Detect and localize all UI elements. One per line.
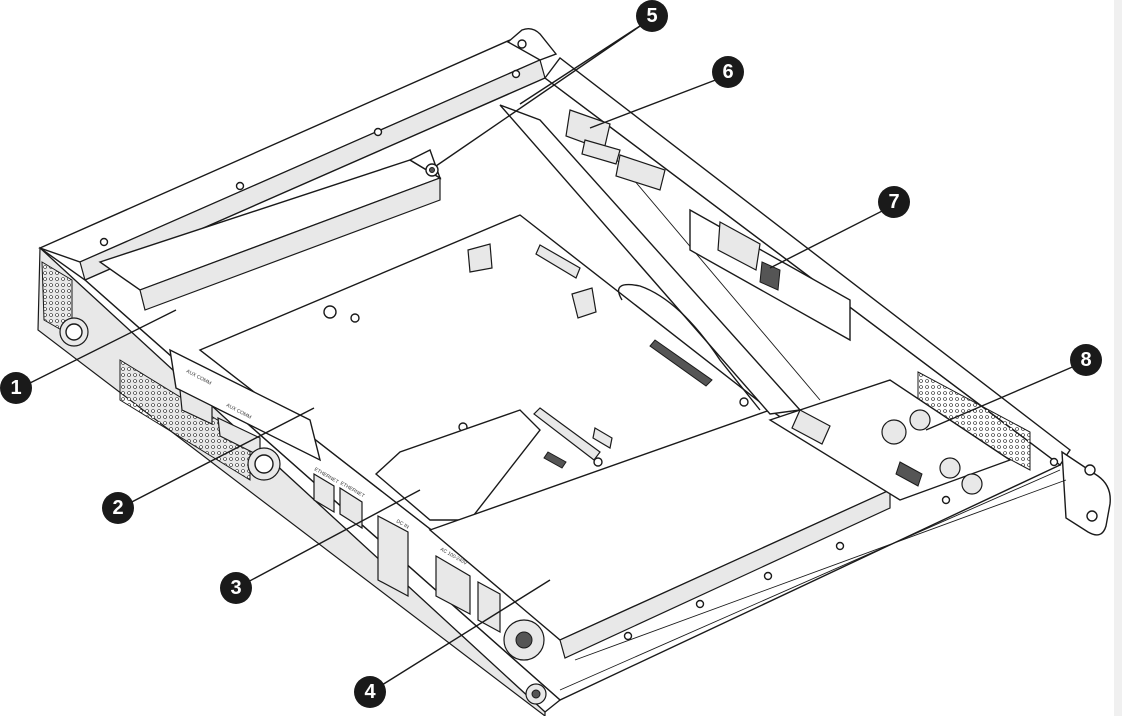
leader-7	[769, 205, 893, 269]
svg-text:3: 3	[230, 577, 241, 599]
leader-lines	[23, 21, 1085, 691]
ground-stud	[525, 683, 547, 705]
svg-text:8: 8	[1080, 349, 1091, 371]
page-edge	[1114, 0, 1122, 716]
leader-5b	[519, 21, 647, 105]
callout-3: 3	[220, 572, 252, 604]
power-supply-module	[98, 149, 442, 311]
leader-3	[243, 489, 421, 585]
ethernet-board	[313, 409, 541, 530]
antenna-connector-middle	[247, 447, 281, 481]
svg-text:2: 2	[112, 497, 123, 519]
callout-6: 6	[712, 56, 744, 88]
power-distribution-board	[768, 379, 1012, 501]
svg-text:1: 1	[10, 377, 21, 399]
callout-7: 7	[878, 186, 910, 218]
svg-text:7: 7	[888, 191, 899, 213]
svg-text:5: 5	[646, 5, 657, 27]
callout-4: 4	[354, 676, 386, 708]
leader-1	[23, 309, 177, 387]
leader-8	[925, 361, 1085, 431]
card-slot-module	[689, 208, 851, 342]
svg-text:4: 4	[364, 681, 376, 703]
leader-2	[123, 407, 315, 507]
mounting-screw	[425, 163, 439, 177]
leader-6	[589, 75, 727, 129]
antenna-connector-left	[59, 317, 89, 347]
leader-5a	[435, 21, 647, 167]
callout-1: 1	[0, 372, 32, 404]
fan-connector-assembly	[565, 109, 666, 191]
svg-text:6: 6	[722, 61, 733, 83]
callout-5: 5	[636, 0, 668, 32]
leader-4	[373, 579, 551, 691]
right-vent-grille	[917, 371, 1031, 471]
callout-2: 2	[102, 492, 134, 524]
callout-8: 8	[1070, 344, 1102, 376]
